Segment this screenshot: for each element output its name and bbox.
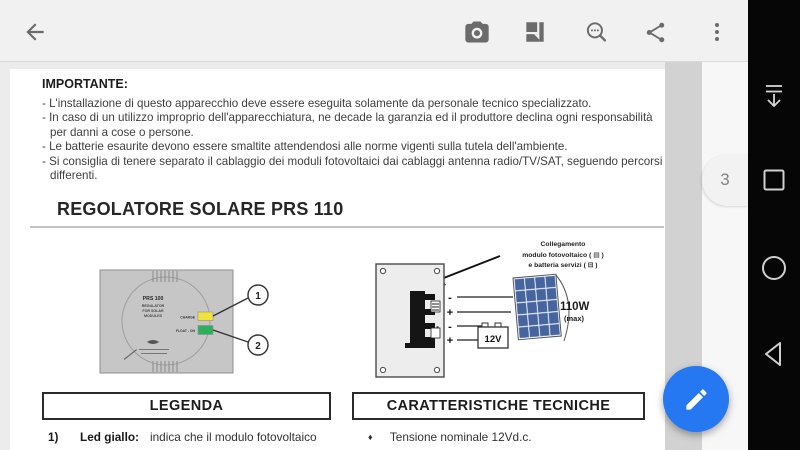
home-circle-icon (762, 256, 786, 280)
camera-button[interactable] (460, 15, 494, 49)
legend-header-box: LEGENDA (42, 392, 331, 420)
important-item: - In caso di un utilizzo improprio dell'… (42, 111, 653, 139)
diamond-bullet: ♦ (368, 432, 373, 442)
device-face (121, 276, 211, 366)
callout-line-2 (212, 329, 249, 343)
pencil-icon (685, 388, 707, 410)
edit-fab[interactable] (663, 366, 729, 432)
recents-button[interactable] (748, 158, 800, 202)
fine-print-line (141, 353, 167, 354)
back-nav-button[interactable] (748, 332, 800, 376)
module-mini-icon (430, 300, 441, 313)
battery-12v: 12V (477, 322, 509, 349)
wiring-diagram-figure: Collegamento modulo fotovoltaico ( ▤ ) e… (375, 241, 604, 378)
recents-square-icon (763, 169, 785, 191)
document-page: IMPORTANTE: - L'installazione di questo … (10, 69, 665, 450)
vent-slots-bottom (152, 361, 178, 372)
important-item: - Le batterie esaurite devono essere sma… (42, 140, 568, 154)
back-triangle-icon (765, 342, 781, 366)
device-body (99, 269, 234, 374)
battery-label: 12V (485, 334, 503, 345)
terminal-label: - (448, 292, 452, 304)
module-page-curl (555, 274, 570, 342)
overflow-menu-icon (715, 23, 719, 41)
vent-slots-top (152, 271, 178, 282)
fine-print-diagonal (123, 349, 138, 360)
callout-line-1 (212, 297, 249, 317)
pdf-viewer: IMPORTANTE: - L'installazione di questo … (0, 62, 748, 450)
important-list: - L'installazione di questo apparecchio … (42, 97, 664, 183)
annotation-line-3: e batteria servizi ( ⊟ ) (528, 262, 597, 269)
wires (457, 296, 513, 341)
important-heading: IMPORTANTE: (42, 77, 128, 91)
share-icon (646, 22, 664, 42)
annotation-line-2: modulo fotovoltaico ( ▤ ) (522, 252, 604, 259)
important-item: - Si consiglia di tenere separato il cab… (42, 154, 663, 183)
legend-item-label: Led giallo: (80, 430, 139, 444)
module-power: 110W (560, 301, 590, 313)
home-button[interactable] (748, 246, 800, 290)
device-title: PRS 100 (143, 296, 164, 302)
camera-icon (465, 21, 489, 43)
section-title: REGOLATORE SOLARE PRS 110 (57, 199, 344, 219)
back-button[interactable] (18, 15, 52, 49)
legend-item-number: 1) (48, 430, 59, 444)
led-charge-label: CHARGE (180, 316, 195, 320)
yellow-led (197, 311, 214, 321)
hide-toolbars-icon (766, 85, 782, 107)
fine-print-line (139, 349, 169, 350)
legend-item-text: indica che il modulo fotovoltaico (150, 430, 317, 444)
terminal-label: + (447, 335, 453, 347)
terminal-label: - (448, 321, 452, 333)
led-float-label: FLOAT - ON (176, 329, 196, 333)
tech-header: CARATTERISTICHE TECNICHE (386, 398, 611, 414)
app-toolbar (0, 0, 748, 62)
annotation-line-1: Collegamento (541, 241, 586, 248)
callout-circle-2 (247, 334, 269, 356)
terminal-label: + (447, 307, 453, 319)
callout-circle-1 (247, 284, 269, 306)
search-button[interactable] (579, 15, 613, 49)
panel-screws (379, 267, 441, 374)
tech-item-text: Tensione nominale 12Vd.c. (389, 430, 532, 444)
hide-toolbars-button[interactable] (748, 74, 800, 118)
overflow-menu-button[interactable] (700, 15, 734, 49)
device-subtitle: MODULES (144, 314, 163, 318)
callout-number-2: 2 (255, 341, 261, 352)
share-button[interactable] (638, 15, 672, 49)
brand-logo (147, 340, 159, 344)
reading-mode-icon (526, 22, 544, 42)
device-subtitle: REGULATOR (142, 304, 165, 308)
important-item: - L'installazione di questo apparecchio … (42, 97, 592, 110)
search-icon (586, 22, 607, 42)
solar-module (512, 273, 562, 341)
module-power-max: (max) (564, 314, 585, 323)
device-subtitle: FOR SOLAR (142, 309, 164, 313)
page-number: 3 (720, 170, 730, 189)
legend-item-row: 1) Led giallo: indica che il modulo foto… (48, 430, 317, 444)
page-number-badge[interactable]: 3 (702, 154, 748, 206)
legend-header: LEGENDA (149, 398, 224, 414)
regulator-device-figure: PRS 100 REGULATOR FOR SOLAR MODULES CHAR… (99, 269, 269, 374)
green-led (197, 325, 214, 335)
android-navbar (748, 0, 800, 450)
back-arrow-icon (26, 23, 44, 41)
section-rule (30, 226, 664, 228)
annotation-arrow-line (435, 255, 501, 282)
callout-number-1: 1 (255, 291, 261, 302)
terminal-block (405, 291, 435, 348)
tech-header-box: CARATTERISTICHE TECNICHE (352, 392, 645, 420)
tech-item-row: ♦ Tensione nominale 12Vd.c. (368, 430, 532, 444)
battery-mini-icon (430, 326, 441, 339)
reading-mode-button[interactable] (518, 15, 552, 49)
